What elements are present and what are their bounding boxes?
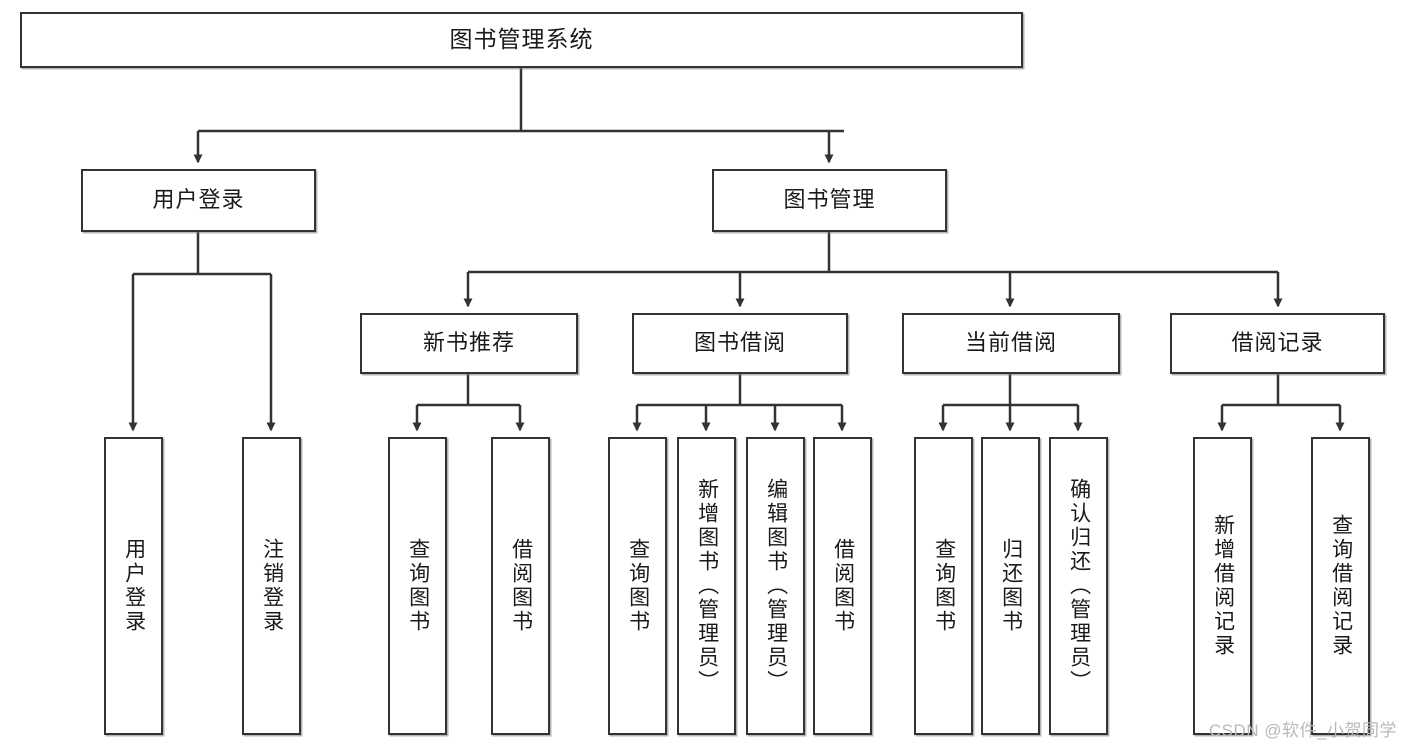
- leaf-node-return-books[interactable]: 归还图书: [981, 437, 1040, 735]
- node-user-login[interactable]: 用户登录: [81, 169, 316, 232]
- node-new-book-recommendation[interactable]: 新书推荐: [360, 313, 578, 374]
- leaf-node-query-books-borrow[interactable]: 查询图书: [608, 437, 667, 735]
- leaf-node-borrow-books-recommend[interactable]: 借阅图书: [491, 437, 550, 735]
- leaf-node-borrow-books[interactable]: 借阅图书: [813, 437, 872, 735]
- node-book-borrowing[interactable]: 图书借阅: [632, 313, 848, 374]
- csdn-watermark: CSDN @软件_小贺同学: [1208, 721, 1397, 740]
- leaf-node-user-login[interactable]: 用户登录: [104, 437, 163, 735]
- node-book-management[interactable]: 图书管理: [712, 169, 947, 232]
- leaf-node-logout[interactable]: 注销登录: [242, 437, 301, 735]
- leaf-node-add-book-admin[interactable]: 新增图书（管理员）: [677, 437, 736, 735]
- node-current-borrowing[interactable]: 当前借阅: [902, 313, 1120, 374]
- leaf-node-add-borrow-record[interactable]: 新增借阅记录: [1193, 437, 1252, 735]
- node-borrowing-record[interactable]: 借阅记录: [1170, 313, 1385, 374]
- leaf-node-query-books-recommend[interactable]: 查询图书: [388, 437, 447, 735]
- leaf-node-edit-book-admin[interactable]: 编辑图书（管理员）: [746, 437, 805, 735]
- leaf-node-query-borrow-record[interactable]: 查询借阅记录: [1311, 437, 1370, 735]
- leaf-node-confirm-return-admin[interactable]: 确认归还（管理员）: [1049, 437, 1108, 735]
- node-root-library-management-system[interactable]: 图书管理系统: [20, 12, 1023, 68]
- leaf-node-query-books-current[interactable]: 查询图书: [914, 437, 973, 735]
